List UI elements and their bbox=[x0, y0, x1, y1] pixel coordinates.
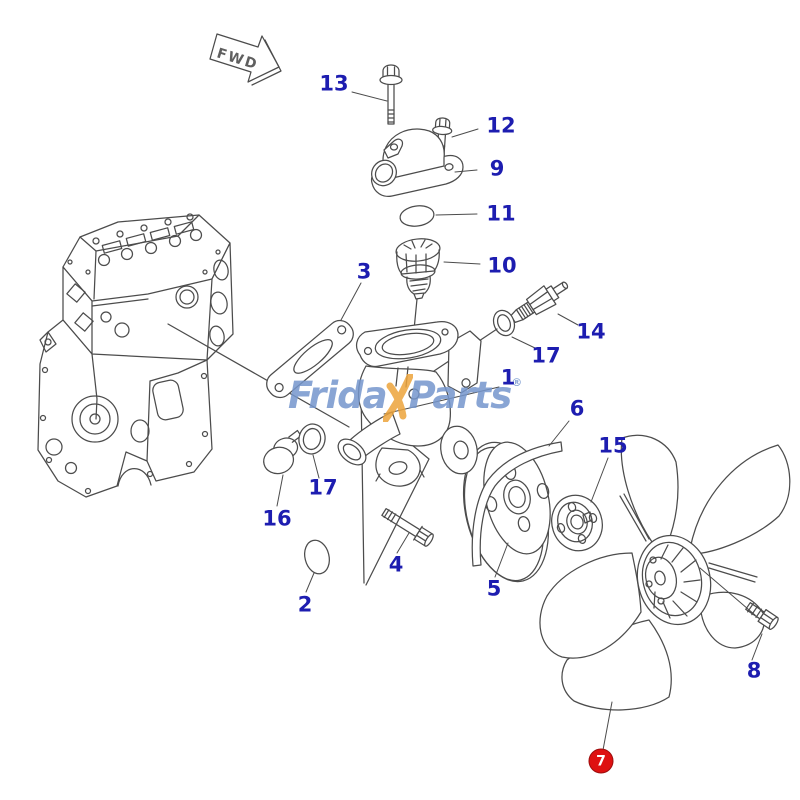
fan-hub-drawing bbox=[545, 489, 610, 558]
part-callout-6: 6 bbox=[569, 396, 585, 421]
part-callout-10: 10 bbox=[487, 253, 517, 278]
temperature-sensor-drawing bbox=[507, 275, 573, 328]
part-callout-17: 17 bbox=[531, 343, 561, 368]
part-callout-15: 15 bbox=[598, 433, 628, 458]
engine-block-drawing bbox=[38, 214, 233, 497]
pulley-drawing bbox=[450, 433, 562, 590]
o-ring-11-drawing bbox=[399, 204, 435, 229]
water-pump-drawing bbox=[333, 322, 481, 487]
part-callout-4: 4 bbox=[388, 552, 404, 577]
part-callout-3: 3 bbox=[356, 259, 372, 284]
bolt-8-drawing bbox=[744, 600, 780, 630]
plug-16-drawing bbox=[258, 430, 309, 477]
part-callout-9: 9 bbox=[489, 156, 505, 181]
fan-drawing bbox=[540, 435, 790, 710]
part-callout-1: 1 bbox=[500, 365, 516, 390]
part-callout-8: 8 bbox=[746, 658, 762, 683]
part-callout-7-highlighted: 7 bbox=[588, 748, 614, 774]
part-callout-13: 13 bbox=[319, 71, 349, 96]
gasket-drawing bbox=[262, 316, 358, 403]
plug-2-drawing bbox=[301, 538, 333, 577]
part-callout-2: 2 bbox=[297, 592, 313, 617]
part-callout-14: 14 bbox=[576, 319, 606, 344]
part-callout-12: 12 bbox=[486, 113, 516, 138]
fwd-arrow: FWD bbox=[210, 34, 281, 85]
belt-drawing bbox=[472, 442, 562, 566]
bolt-13-drawing bbox=[380, 65, 402, 124]
thermostat-housing-drawing bbox=[367, 129, 463, 196]
part-callout-11: 11 bbox=[486, 201, 516, 226]
part-callout-5: 5 bbox=[486, 576, 502, 601]
bolt-4-drawing bbox=[380, 505, 436, 548]
thermostat-drawing bbox=[395, 237, 441, 330]
part-callout-16: 16 bbox=[262, 506, 292, 531]
o-ring-17-lower-drawing bbox=[296, 422, 328, 457]
part-callout-17: 17 bbox=[308, 475, 338, 500]
